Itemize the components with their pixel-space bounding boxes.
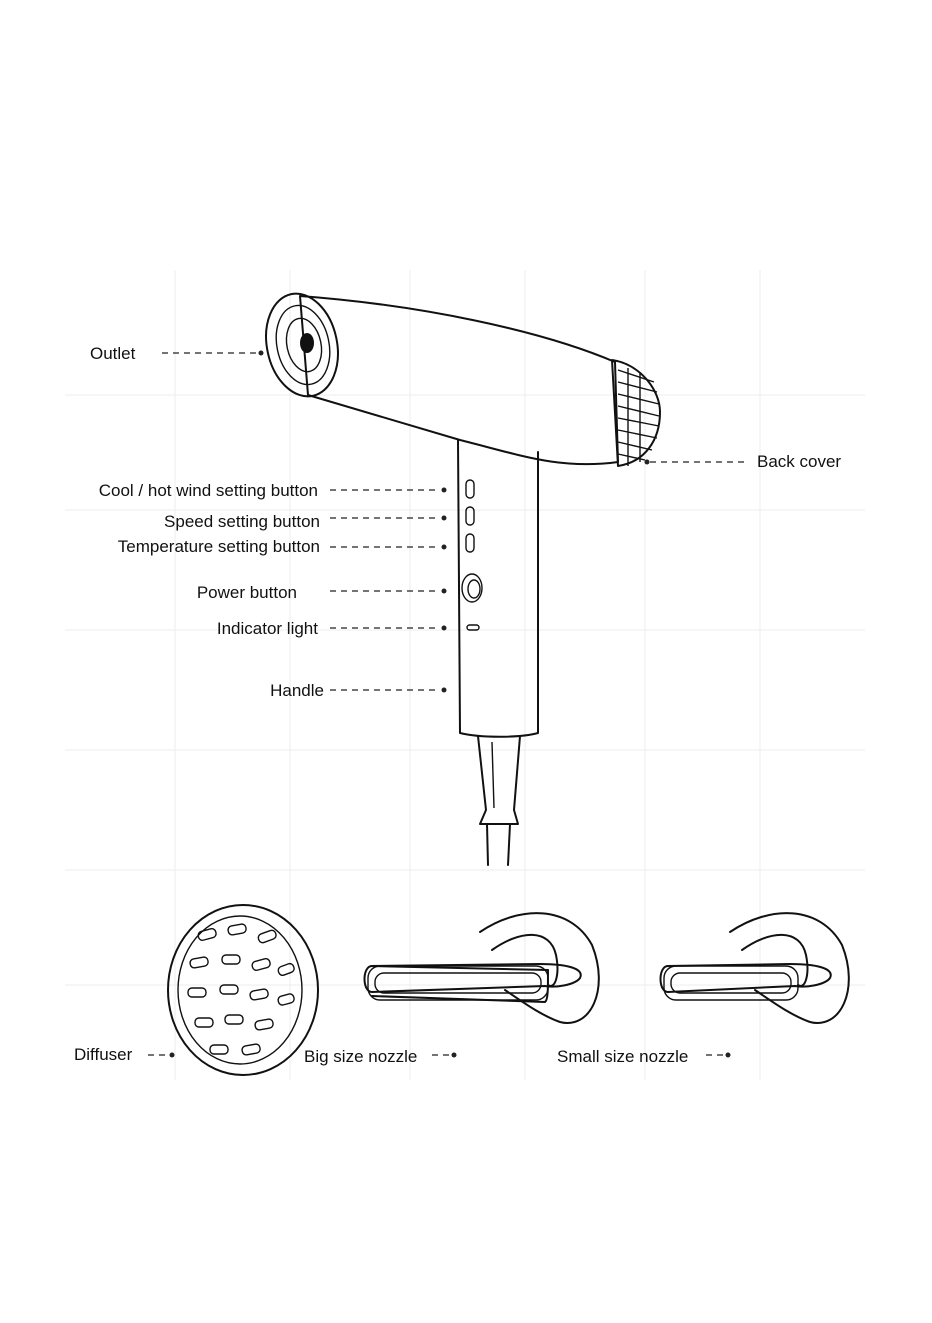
temperature-button-shape [466,534,474,552]
label-temperature: Temperature setting button [118,537,320,556]
diffuser-icon [168,905,318,1075]
small-nozzle-icon [661,913,849,1023]
big-nozzle-icon [365,913,599,1023]
back-cover-grille [618,368,659,466]
label-outlet: Outlet [90,344,136,363]
leader-lines [148,351,748,1058]
label-big-nozzle: Big size nozzle [304,1047,417,1066]
label-power: Power button [197,583,297,602]
hair-dryer-icon [257,287,660,865]
label-back-cover: Back cover [757,452,841,471]
background-grid [65,270,865,1080]
label-diffuser: Diffuser [74,1045,133,1064]
label-indicator: Indicator light [217,619,318,638]
label-cool-hot: Cool / hot wind setting button [99,481,318,500]
label-speed: Speed setting button [164,512,320,531]
indicator-light-shape [467,625,479,630]
outlet-hole [300,333,314,353]
label-handle: Handle [270,681,324,700]
label-small-nozzle: Small size nozzle [557,1047,688,1066]
cool-hot-button-shape [466,480,474,498]
